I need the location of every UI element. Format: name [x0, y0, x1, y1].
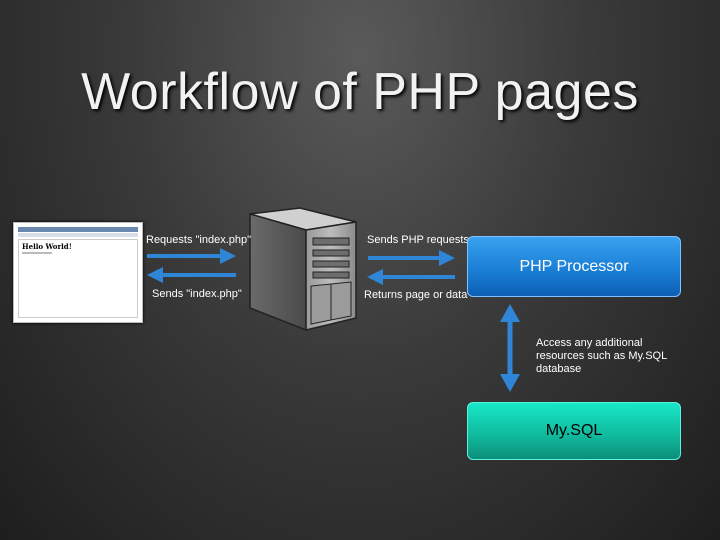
label-sends-php: Sends PHP requests	[367, 234, 469, 246]
label-access-line-3: database	[536, 363, 582, 375]
browser-page-line	[22, 252, 52, 254]
arrow-from-php	[367, 269, 455, 285]
server-tower-icon	[249, 207, 357, 332]
mysql-label: My.SQL	[545, 422, 603, 439]
browser-title-bar	[18, 227, 138, 232]
arrow-to-php	[368, 250, 455, 266]
label-returns: Returns page or data	[364, 289, 468, 301]
mysql-box: My.SQL	[467, 402, 681, 460]
browser-toolbar	[18, 233, 138, 237]
browser-page: Hello World!	[18, 239, 138, 318]
label-requests: Requests "index.php"	[146, 234, 252, 246]
label-access-line-2: resources such as My.SQL	[536, 350, 668, 362]
arrow-request	[147, 248, 236, 264]
arrow-response	[147, 267, 236, 283]
label-access-line-1: Access any additional	[536, 337, 643, 349]
label-access: Access any additional resources such as …	[536, 337, 667, 376]
browser-window-image: Hello World!	[13, 222, 143, 323]
php-processor-label: PHP Processor	[519, 257, 629, 275]
label-sends-index: Sends "index.php"	[152, 288, 242, 300]
slide-title: Workflow of PHP pages	[81, 63, 639, 121]
php-processor-box: PHP Processor	[467, 236, 681, 297]
browser-page-text: Hello World!	[22, 242, 72, 251]
arrow-php-mysql	[500, 304, 520, 392]
